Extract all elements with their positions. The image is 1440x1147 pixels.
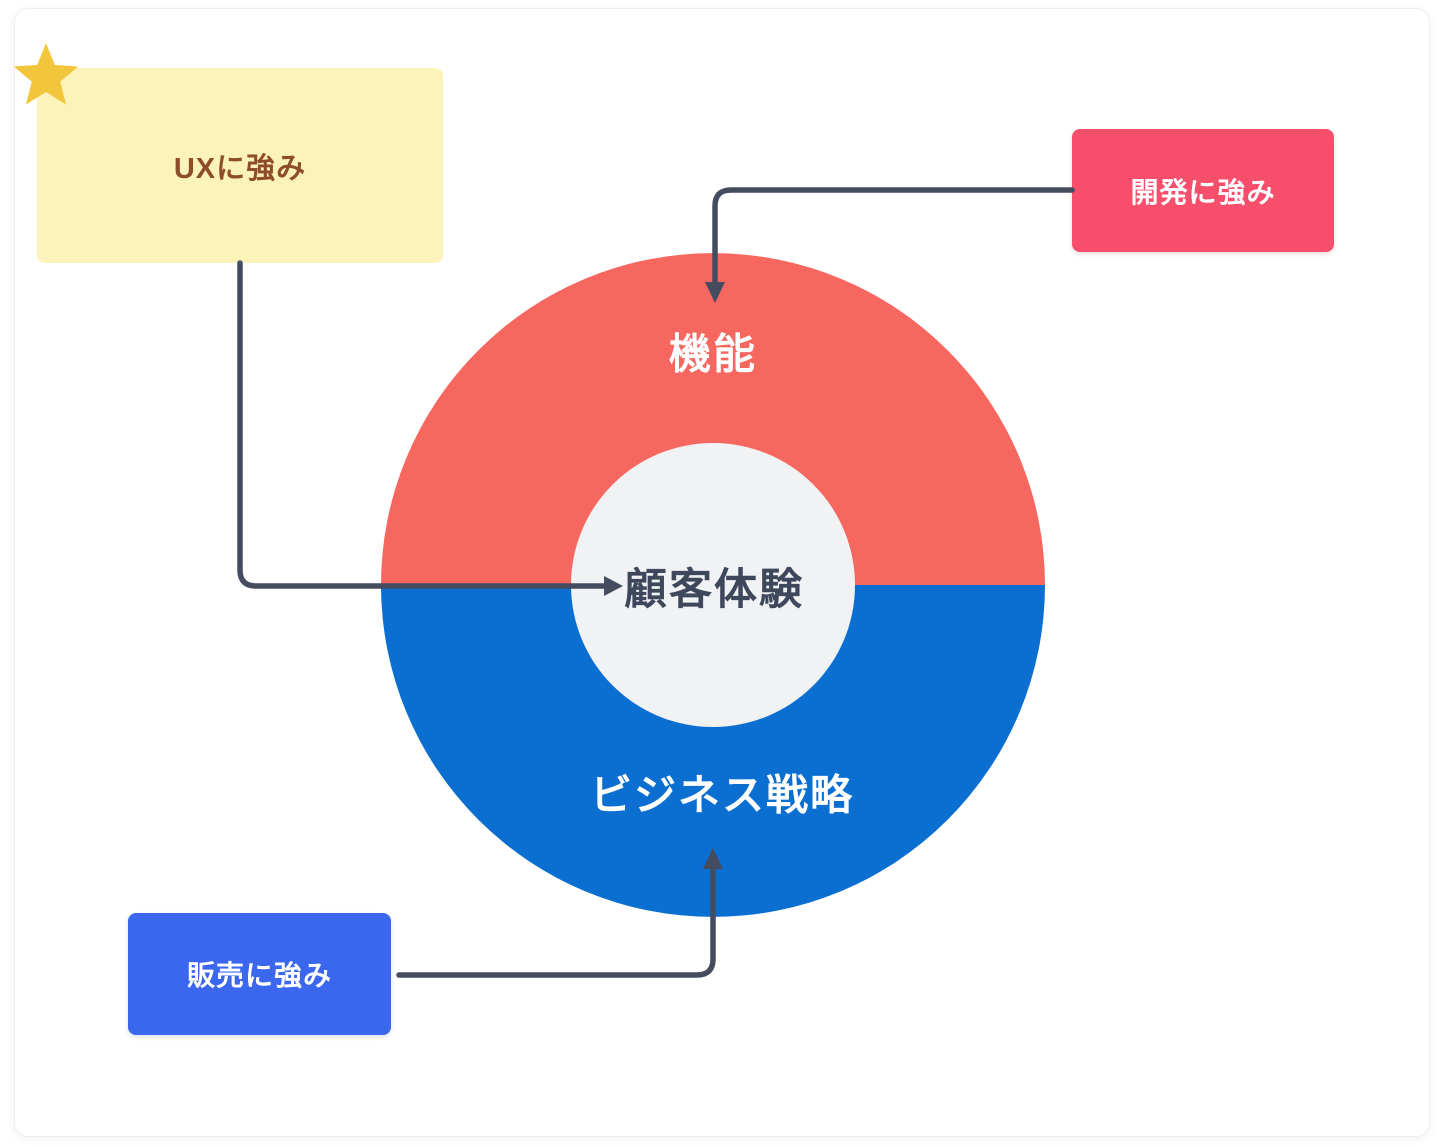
sticky-note-dev-label: 開発に強み [1130, 176, 1276, 208]
star-icon[interactable] [13, 43, 79, 105]
donut-center-label: 顧客体験 [624, 566, 804, 614]
connector-ux-to-center[interactable] [237, 260, 623, 596]
donut-segment-bottom[interactable] [381, 585, 1045, 917]
connector-sales-to-bottom[interactable] [396, 848, 723, 978]
donut-bottom-label: ビジネス戦略 [589, 771, 855, 819]
connector-dev-to-top[interactable] [705, 187, 1075, 303]
sticky-note-dev[interactable]: 開発に強み [1072, 129, 1334, 252]
donut-top-label: 機能 [668, 330, 758, 378]
sticky-note-sales-label: 販売に強み [186, 960, 332, 991]
connector-sales-arrowhead-icon [703, 848, 723, 869]
connector-sales-line [396, 864, 716, 978]
sticky-note-ux[interactable]: UXに強み [37, 68, 443, 263]
connector-dev-arrowhead-icon [705, 282, 725, 303]
sticky-note-sales[interactable]: 販売に強み [128, 913, 391, 1035]
donut-center-circle[interactable] [571, 443, 855, 727]
sticky-note-ux-label: UXに強み [173, 152, 307, 185]
connector-ux-arrowhead-icon [604, 576, 623, 596]
connector-dev-line [712, 187, 1075, 287]
connector-ux-line [237, 260, 607, 589]
donut-segment-top[interactable] [381, 253, 1045, 585]
